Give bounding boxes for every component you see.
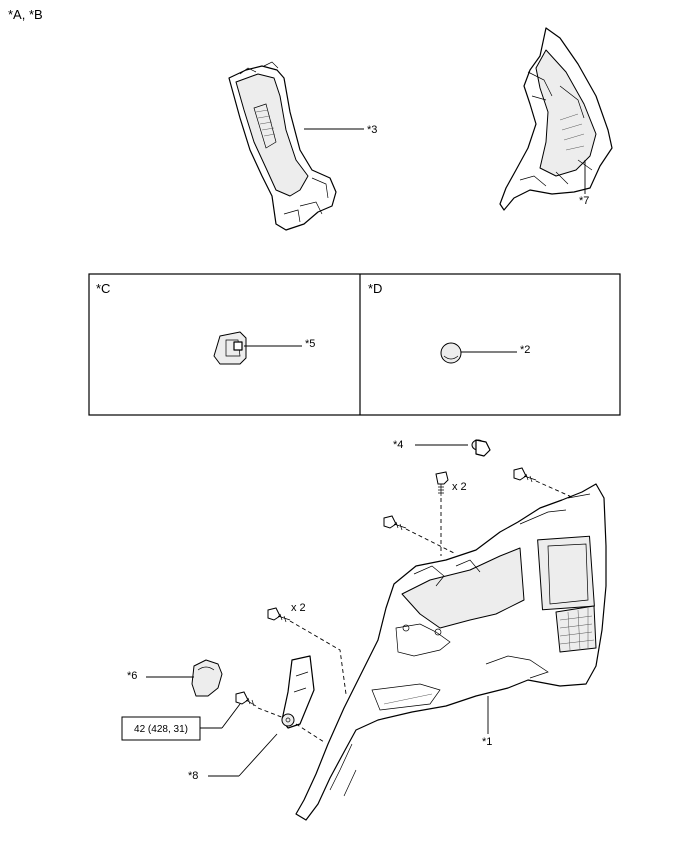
- pillar-garnish-part: [228, 61, 337, 231]
- screw-upper-c: [383, 515, 407, 531]
- cap-part-2: [440, 342, 462, 364]
- view-label: *A, *B: [8, 7, 43, 22]
- quarter-garnish-part: [499, 27, 613, 211]
- callout-2: *2: [520, 344, 530, 356]
- quantity-upper: x 2: [452, 481, 467, 493]
- screw-upper-b: [513, 467, 537, 483]
- clip-part-4: [471, 439, 491, 457]
- callout-1: *1: [482, 736, 492, 748]
- callout-7: *7: [579, 195, 589, 207]
- bolt-lower: [267, 607, 291, 623]
- callout-6: *6: [127, 670, 137, 682]
- side-trim-part: [295, 483, 607, 821]
- torque-spec: 42 (428, 31): [134, 724, 188, 735]
- anchor-bolt: [235, 691, 257, 707]
- seatbelt-anchor-part: [281, 655, 315, 729]
- quantity-lower: x 2: [291, 602, 306, 614]
- box-d-label: *D: [368, 281, 382, 296]
- callout-3: *3: [367, 124, 377, 136]
- detail-box: [88, 273, 621, 416]
- screw-upper-a: [435, 471, 449, 496]
- callout-4: *4: [393, 439, 403, 451]
- callout-5: *5: [305, 338, 315, 350]
- clip-part-5: [213, 331, 247, 365]
- box-c-label: *C: [96, 281, 110, 296]
- cover-part-6: [191, 659, 223, 697]
- torque-box: [121, 716, 201, 741]
- callout-8: *8: [188, 770, 198, 782]
